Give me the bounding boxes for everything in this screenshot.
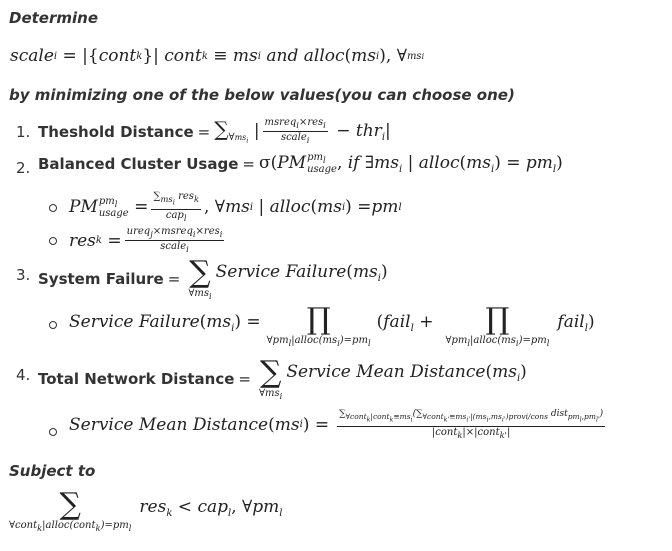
formula-constraint: ∑∀contk|alloc(contk)=pml resk < capl, ∀p…	[9, 487, 283, 534]
item-label-system-failure: System Failure	[38, 270, 164, 288]
heading-subject: Subject to	[9, 462, 96, 480]
equals-sign: =	[197, 122, 211, 141]
item-total-network-distance: Total Network Distance = ∑∀msi Service M…	[38, 355, 527, 402]
item-number-1: 1.	[16, 123, 31, 141]
bullet	[49, 204, 57, 212]
item-number-2: 2.	[16, 159, 31, 177]
item-number-3: 3.	[16, 266, 31, 284]
bullet	[49, 428, 57, 436]
equals-sign: =	[242, 155, 255, 173]
bullet	[49, 237, 57, 245]
bullet	[49, 321, 57, 329]
item-label-total-network-distance: Total Network Distance	[38, 370, 235, 388]
equals-sign: =	[167, 270, 181, 288]
equals-sign: =	[238, 370, 251, 388]
heading-determine: Determine	[9, 9, 98, 27]
item-number-4: 4.	[16, 366, 31, 384]
formula-service-failure: Service Failure(msi) = ∏∀pml|alloc(msi)=…	[69, 302, 595, 349]
item-label-threshold-distance: Theshold Distance	[38, 122, 194, 141]
item-label-balanced-cluster-usage: Balanced Cluster Usage	[38, 155, 239, 173]
item-system-failure: System Failure = ∑∀msi Service Failure(m…	[38, 255, 388, 302]
heading-minimize: by minimizing one of the below values(yo…	[9, 86, 515, 104]
